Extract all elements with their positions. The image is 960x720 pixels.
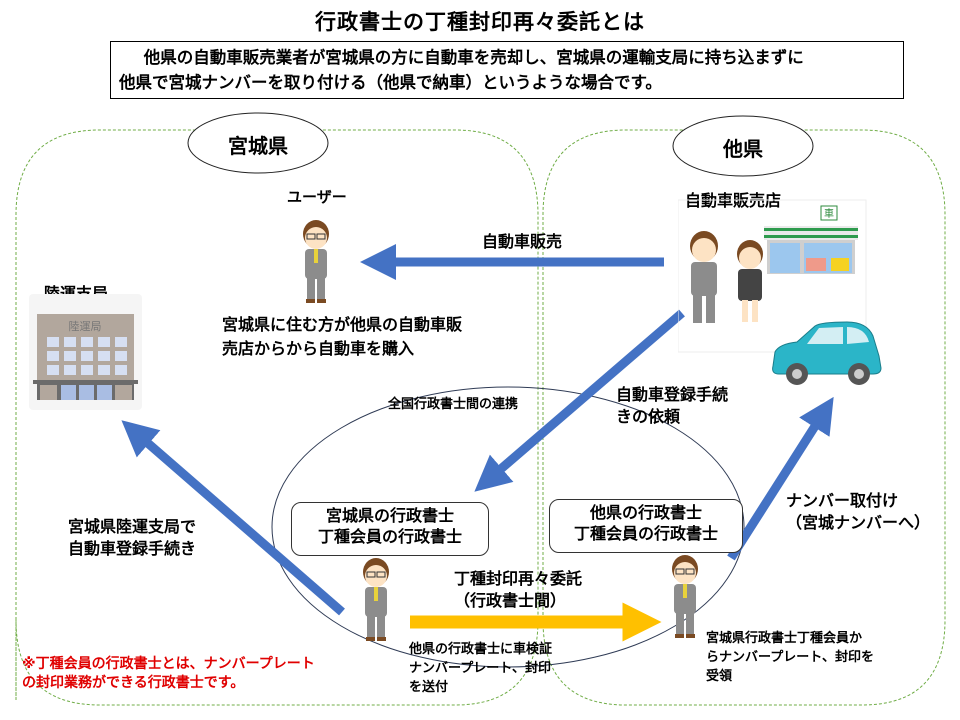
svg-text:車: 車: [824, 207, 834, 220]
dealer-illustration: 車: [677, 198, 868, 358]
flow-label-nationwide-link: 全国行政書士間の連携: [388, 397, 519, 412]
region-border-miyagi: [15, 129, 539, 706]
arrow-miyagi-registration: [121, 420, 345, 616]
intro-line-1: 他県の自動車販売業者が宮城県の方に自動車を売却し、宮城県の運輸支局に持ち込まずに: [143, 48, 804, 67]
car-store-icon: 車: [764, 205, 858, 274]
other-scrivener-box: 他県の行政書士 丁種会員の行政書士: [549, 499, 743, 553]
other-scrivener-person-icon: [665, 553, 705, 638]
flow-label-miyagi-registration: 宮城県陸運支局で 自動車登録手続き: [68, 517, 197, 558]
intro-line-2: 他県で宮城ナンバーを取り付ける（他県で納車）というような場合です。: [119, 73, 662, 92]
dealer-staff-icon: [690, 231, 763, 323]
transport-office-building-icon: 陸運局: [29, 294, 142, 410]
intro-box: 他県の自動車販売業者が宮城県の方に自動車を売却し、宮城県の運輸支局に持ち込まずに…: [110, 41, 904, 99]
flow-label-registration-request: 自動車登録手続 きの依頼: [616, 385, 729, 426]
region-ellipse-miyagi: [187, 112, 329, 174]
send-items-note: 他県の行政書士に車検証 ナンバープレート、封印 を送付: [409, 642, 553, 695]
receive-items-note: 宮城県行政書士丁種会員か らナンバープレート、封印を 受領: [706, 631, 874, 684]
page-title: 行政書士の丁種封印再々委託とは: [315, 10, 645, 34]
flow-label-car-sale: 自動車販売: [482, 232, 563, 251]
region-label-miyagi: 宮城県: [228, 134, 288, 158]
footnote: ※丁種会員の行政書士とは、ナンバープレート の封印業務ができる行政書士です。: [22, 656, 315, 691]
user-person-icon: [296, 218, 336, 303]
miyagi-scrivener-box: 宮城県の行政書士 丁種会員の行政書士: [291, 502, 489, 556]
user-label: ユーザー: [287, 188, 347, 206]
region-ellipse-other: [672, 115, 814, 177]
transport-office-sign: 陸運局: [69, 320, 102, 333]
arrow-registration-request: [474, 309, 685, 492]
flow-label-plate-attach: ナンバー取付け （宮城ナンバーへ）: [786, 491, 931, 532]
flow-label-subdelegation: 丁種封印再々委託 （行政書士間）: [454, 569, 583, 610]
cooperation-circle: [271, 386, 745, 668]
region-label-other: 他県: [723, 137, 763, 161]
user-description: 宮城県に住む方が他県の自動車販 売店からから自動車を購入: [222, 315, 463, 358]
region-border-other: [542, 129, 946, 706]
arrow-plate-attach: [727, 396, 834, 561]
car-icon: [767, 318, 889, 388]
miyagi-scrivener-person-icon: [356, 556, 396, 641]
